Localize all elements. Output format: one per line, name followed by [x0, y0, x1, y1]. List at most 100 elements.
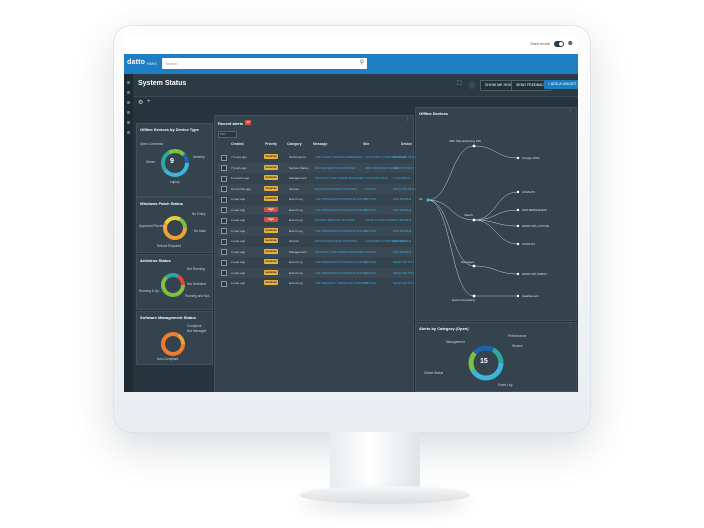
row-checkbox[interactable] [221, 165, 227, 171]
device-link[interactable]: WIN-9RD4LE [393, 249, 412, 254]
site-link[interactable]: CONCORD CONSTRUCTION [365, 155, 406, 159]
nav-icon[interactable] [127, 91, 130, 94]
message-link[interactable]: DEVICE SERVICE STOPPED [315, 218, 356, 222]
tree-node-root[interactable]: All [419, 197, 423, 201]
site-link[interactable]: NOTICE [365, 197, 377, 201]
message-link[interactable]: THE PROGRAM STOPPED RUNNING [315, 228, 368, 233]
row-checkbox[interactable] [221, 154, 227, 161]
message-link[interactable]: THE PROGRAM STOPPED RUNNING [315, 197, 368, 201]
message-link[interactable]: THE SECURITY PRODUCT STOPPED [315, 281, 368, 285]
device-link[interactable]: DESKTOP-WORK [393, 186, 418, 191]
row-checkbox[interactable] [221, 228, 227, 234]
site-link[interactable]: NOTICE [365, 281, 377, 285]
message-link[interactable]: DEVICE PROCESS STOPPED [315, 186, 357, 191]
nav-icon[interactable] [127, 111, 130, 114]
tree-node[interactable]: Damaged [461, 260, 475, 264]
site-link[interactable]: DAVID CONSULTING [365, 218, 395, 222]
tree-leaf[interactable]: DESKTOP-LPTCUE [522, 224, 550, 228]
message-link[interactable]: THE SALES TEAM ENGINEERING [315, 155, 363, 159]
column-header[interactable]: Created [231, 142, 244, 146]
column-header[interactable]: Device [401, 142, 412, 146]
tree-node[interactable]: David Consulting [452, 298, 475, 302]
row-checkbox[interactable] [221, 238, 227, 245]
message-link[interactable]: DEVICE PROCESS STOPPED [315, 239, 357, 243]
nav-icon[interactable] [127, 131, 130, 134]
tree-leaf[interactable]: JOHN-PC [522, 242, 536, 246]
column-header[interactable]: Message [313, 142, 328, 146]
site-link[interactable]: NOTICE [365, 260, 377, 264]
message-link[interactable]: THE PROGRAM STOPPED RUNNING [315, 260, 368, 264]
tree-leaf[interactable]: JOHN-PC [522, 190, 536, 194]
gear-icon[interactable]: ⚙ [138, 100, 144, 106]
row-checkbox[interactable] [221, 249, 227, 255]
row-checkbox[interactable] [221, 280, 227, 287]
more-icon[interactable]: ⋮ [568, 324, 573, 330]
site-link[interactable]: NOTICE [365, 228, 377, 233]
row-checkbox[interactable] [221, 207, 227, 213]
device-link[interactable]: DESKTOP-PCT [393, 281, 415, 285]
help-icon[interactable]: ⓘ [469, 84, 476, 90]
column-header[interactable]: Category [287, 142, 302, 146]
column-header[interactable]: Site [363, 142, 370, 146]
nav-icon[interactable] [127, 121, 130, 124]
row-checkbox[interactable] [221, 270, 227, 276]
message-link[interactable]: SECURITY SOFTWARE MANAGER [315, 249, 364, 254]
site-link[interactable]: NOTICE [365, 186, 377, 191]
device-link[interactable]: DESKTOP-PCT [393, 165, 415, 170]
logo[interactable]: datto [127, 59, 146, 66]
user-icon[interactable]: ☻ [566, 40, 574, 47]
add-icon[interactable]: + [147, 99, 151, 105]
search-icon[interactable]: ⚲ [359, 60, 364, 66]
filter-input[interactable]: Filter [218, 131, 237, 138]
nav-icon[interactable] [127, 81, 130, 84]
device-link[interactable]: DESKTOP-WORK [393, 155, 418, 159]
tree-leaf[interactable]: IsaiaServer1 [522, 294, 539, 298]
message-link[interactable]: THE PROGRAM STOPPED RUNNING [315, 207, 368, 212]
message-link[interactable]: DEVICE SERVICE STOPPED [315, 165, 356, 170]
site-link[interactable]: CONCORD ENG [365, 176, 388, 180]
tree-leaf[interactable]: WIN-9RD4LE0WO [522, 208, 548, 212]
row-checkbox[interactable] [221, 259, 227, 266]
more-icon[interactable]: ⋮ [568, 109, 573, 115]
device-link[interactable]: WIN-9RD4LE [393, 218, 412, 222]
tree-leaf[interactable]: Orange SITE [522, 156, 540, 160]
site-link[interactable]: CONCORD CONSTRUCTION [365, 239, 406, 243]
device-link[interactable]: WIN-9RD4LE [393, 228, 412, 233]
row-checkbox[interactable] [221, 217, 227, 224]
device-link[interactable]: WIN-9RD4LE [393, 239, 412, 243]
site-link[interactable]: NOTICE [365, 270, 377, 275]
fullscreen-icon[interactable]: ⛶ [457, 81, 462, 87]
dark-mode-toggle[interactable] [554, 41, 564, 47]
device-link[interactable]: DESKTOP-PCT [393, 270, 415, 275]
row-checkbox[interactable] [221, 196, 227, 203]
add-widget-button[interactable]: + ADD A WIDGET [544, 80, 578, 89]
site-link[interactable]: NOTICE [365, 207, 377, 212]
message-link[interactable]: SECURITY SOFTWARE MANAGER [315, 176, 364, 180]
device-link[interactable]: WIN-9RD4LE [393, 197, 412, 201]
column-header[interactable]: Priority [265, 142, 277, 146]
site-link[interactable]: ABC MANUFACTURING [365, 165, 399, 170]
tree-leaf[interactable]: DESKTOP-A6BUC [522, 272, 548, 276]
device-link[interactable]: LT-ACMECO [393, 176, 411, 180]
row-checkbox[interactable] [221, 175, 227, 182]
nav-icon[interactable] [127, 101, 130, 104]
row-checkbox[interactable] [221, 186, 227, 192]
search-input[interactable]: Search ⚲ [162, 58, 367, 69]
device-link[interactable]: DESKTOP-PCT [393, 260, 415, 264]
message-link[interactable]: THE PROGRAM STOPPED RUNNING [315, 270, 368, 275]
site-link[interactable]: NOTICE [365, 249, 377, 254]
more-icon[interactable]: ⋮ [405, 117, 410, 123]
